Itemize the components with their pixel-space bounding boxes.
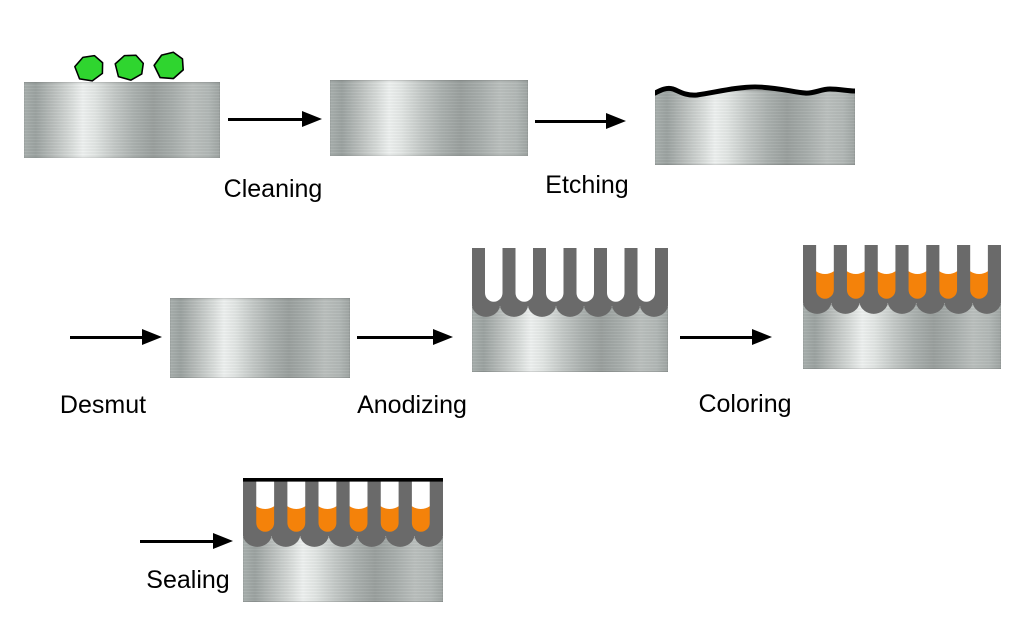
etched-substrate-illustration	[655, 84, 855, 165]
flow-arrow-icon	[140, 532, 233, 550]
flow-arrow-icon	[535, 112, 626, 130]
cleaned-substrate-illustration	[330, 80, 528, 156]
substrate-with-contaminants-illustration	[24, 50, 220, 158]
flow-arrow-icon	[680, 328, 772, 346]
metal-substrate	[472, 307, 668, 372]
colored-substrate-illustration	[803, 245, 1001, 369]
metal-substrate	[24, 82, 220, 158]
step-label-desmut: Desmut	[59, 391, 147, 419]
sealed-substrate-illustration	[243, 478, 443, 602]
sealed-porous-oxide-layer-icon	[243, 478, 443, 547]
metal-substrate	[655, 90, 855, 165]
step-label-coloring: Coloring	[698, 390, 792, 418]
step-label-sealing: Sealing	[146, 566, 230, 594]
desmutted-substrate-illustration	[170, 298, 350, 378]
porous-oxide-layer-icon	[472, 248, 668, 317]
dye-fill-icon	[815, 271, 989, 300]
contaminant-particle-icon	[114, 54, 145, 81]
flow-arrow-icon	[357, 328, 453, 346]
step-label-cleaning: Cleaning	[223, 175, 323, 203]
metal-substrate	[243, 537, 443, 602]
flow-arrow-icon	[228, 110, 322, 128]
step-label-etching: Etching	[545, 171, 629, 199]
seal-cap-line-icon	[243, 478, 443, 482]
anodized-substrate-illustration	[472, 248, 668, 372]
contaminant-particle-icon	[74, 54, 104, 82]
contaminant-particle-icon	[153, 51, 185, 80]
flow-arrow-icon	[70, 328, 162, 346]
dyed-porous-oxide-layer-icon	[803, 245, 1001, 314]
step-label-anodizing: Anodizing	[357, 391, 467, 419]
metal-substrate	[803, 304, 1001, 369]
etched-surface-line-icon	[655, 84, 855, 98]
dye-fill-icon	[255, 506, 431, 533]
